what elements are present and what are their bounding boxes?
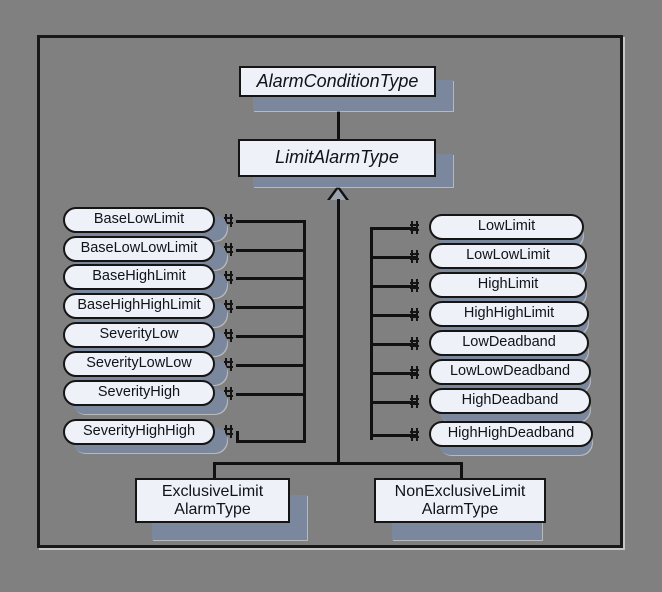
association-end-left-5 (224, 358, 233, 371)
exclusive-label-line1: ExclusiveLimit (161, 483, 264, 501)
class-node-alarmconditiontype[interactable]: AlarmConditionType (239, 66, 436, 97)
property-label-5: SeverityLowLow (86, 355, 192, 372)
diagram-frame (37, 35, 623, 548)
association-end-right-5 (410, 366, 419, 379)
property-node-baselowlimit[interactable]: BaseLowLimit (63, 207, 215, 233)
right-property-line-1 (370, 256, 418, 259)
property-node-highlimit[interactable]: HighLimit (429, 272, 587, 298)
inheritance-arrow-limitalarmtype-fill (330, 189, 346, 200)
property-label-r4: LowDeadband (462, 334, 556, 351)
inheritance-line-limitalarmtype (337, 104, 340, 140)
property-label-2: BaseHighLimit (92, 268, 186, 285)
property-node-severityhigh[interactable]: SeverityHigh (63, 380, 215, 406)
property-node-severitylowlow[interactable]: SeverityLowLow (63, 351, 215, 377)
right-property-line-5 (370, 372, 418, 375)
property-label-r5: LowLowDeadband (449, 363, 571, 380)
subtype-bus-line (213, 462, 463, 465)
right-property-line-4 (370, 343, 418, 346)
association-end-left-1 (224, 243, 233, 256)
left-property-line-0 (236, 220, 306, 223)
property-label-r7: HighHighDeadband (447, 425, 575, 442)
association-end-right-2 (410, 279, 419, 292)
property-node-baselowlowlimit[interactable]: BaseLowLowLimit (63, 236, 215, 262)
property-node-severityhighhigh[interactable]: SeverityHighHigh (63, 419, 215, 445)
property-node-highhighlimit[interactable]: HighHighLimit (429, 301, 589, 327)
property-label-6: SeverityHigh (97, 384, 181, 401)
left-property-trunk (303, 220, 306, 440)
class-node-limitalarmtype[interactable]: LimitAlarmType (238, 139, 436, 177)
association-end-left-3 (224, 300, 233, 313)
property-node-highhighdeadband[interactable]: HighHighDeadband (429, 421, 593, 447)
property-node-lowlowdeadband[interactable]: LowLowDeadband (429, 359, 591, 385)
right-property-line-6 (370, 401, 418, 404)
association-end-right-0 (410, 221, 419, 234)
class-label-limitalarmtype: LimitAlarmType (275, 147, 399, 168)
association-end-left-6 (224, 387, 233, 400)
subtype-drop-nonexclusive (460, 462, 463, 482)
class-node-exclusivelimitalarmtype[interactable]: ExclusiveLimit AlarmType (135, 478, 290, 523)
property-label-4: SeverityLow (99, 326, 179, 343)
association-end-right-3 (410, 308, 419, 321)
association-end-left-2 (224, 271, 233, 284)
left-property-line-4 (236, 335, 306, 338)
property-node-basehighhighlimit[interactable]: BaseHighHighLimit (63, 293, 215, 319)
association-end-left-0 (224, 214, 233, 227)
property-label-r1: LowLowLimit (466, 247, 550, 264)
association-end-right-6 (410, 395, 419, 408)
left-property-line-7 (236, 440, 306, 443)
association-end-left-7 (224, 425, 233, 438)
property-node-highdeadband[interactable]: HighDeadband (429, 388, 591, 414)
left-property-jog-7 (236, 431, 239, 442)
property-node-lowlimit[interactable]: LowLimit (429, 214, 584, 240)
association-end-left-4 (224, 329, 233, 342)
property-label-r6: HighDeadband (461, 392, 559, 409)
property-label-1: BaseLowLowLimit (80, 240, 198, 257)
property-node-severitylow[interactable]: SeverityLow (63, 322, 215, 348)
right-property-line-3 (370, 314, 418, 317)
nonexclusive-label-line2: AlarmType (421, 500, 499, 518)
property-label-r0: LowLimit (477, 218, 536, 235)
right-property-line-0 (370, 227, 418, 230)
left-property-line-2 (236, 277, 306, 280)
property-node-lowlowlimit[interactable]: LowLowLimit (429, 243, 587, 269)
property-label-r3: HighHighLimit (463, 305, 555, 322)
property-label-r2: HighLimit (477, 276, 539, 293)
association-end-right-7 (410, 428, 419, 441)
property-label-0: BaseLowLimit (93, 211, 185, 228)
left-property-line-5 (236, 364, 306, 367)
association-end-right-4 (410, 337, 419, 350)
property-label-7: SeverityHighHigh (82, 423, 196, 440)
nonexclusive-label-line1: NonExclusiveLimit (394, 483, 526, 501)
left-property-line-1 (236, 249, 306, 252)
property-node-lowdeadband[interactable]: LowDeadband (429, 330, 589, 356)
subtype-trunk-line (337, 199, 340, 462)
class-node-nonexclusivelimitalarmtype[interactable]: NonExclusiveLimit AlarmType (374, 478, 546, 523)
right-property-line-7 (370, 434, 418, 437)
left-property-line-6 (236, 393, 306, 396)
property-node-basehighlimit[interactable]: BaseHighLimit (63, 264, 215, 290)
association-end-right-1 (410, 250, 419, 263)
left-property-line-3 (236, 306, 306, 309)
class-label-alarmconditiontype: AlarmConditionType (256, 70, 419, 91)
property-label-3: BaseHighHighLimit (77, 297, 201, 314)
subtype-drop-exclusive (213, 462, 216, 482)
right-property-line-2 (370, 285, 418, 288)
exclusive-label-line2: AlarmType (174, 500, 251, 518)
right-property-trunk (370, 227, 373, 440)
